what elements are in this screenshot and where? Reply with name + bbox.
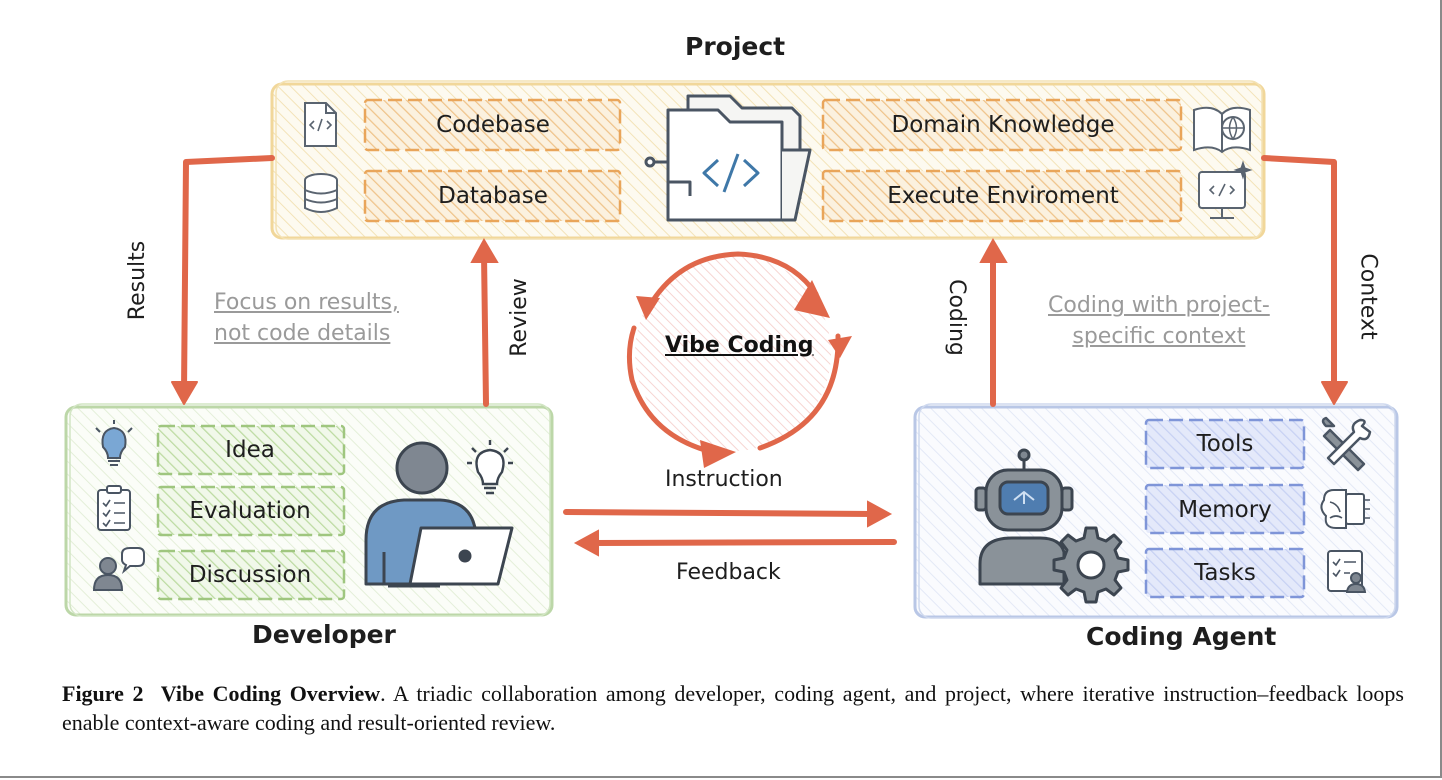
clipboard-checklist-icon [97,485,131,531]
agent-note-line1: Coding with project- [1048,293,1270,318]
database-icon [304,173,338,213]
instruction-arrow [563,500,893,528]
monitor-code-icon [1198,160,1253,219]
caption-figure-number: Figure 2 [62,681,144,706]
idea-lightbulb-icon [467,440,513,495]
database-label: Database [438,183,548,209]
tasks-label: Tasks [1194,560,1256,586]
chip-tools [1144,418,1306,470]
chip-database [363,169,622,223]
bottom-border [0,776,1442,778]
vibe-coding-loop [626,251,852,468]
context-arrow [1261,155,1348,405]
review-arrow [470,237,499,407]
results-label: Results [125,240,151,321]
developer-person-icon [364,441,514,588]
chip-memory [1144,483,1306,535]
code-file-icon [304,102,337,147]
instruction-label: Instruction [665,467,783,492]
coding-arrow [979,237,1008,407]
chip-domain-knowledge [821,98,1183,152]
gear-icon [1052,526,1130,604]
chip-execute-environment [821,169,1183,223]
discussion-label: Discussion [188,562,312,588]
chip-codebase [363,98,622,152]
idea-label: Idea [225,437,275,463]
vibe-coding-label: Vibe Coding [665,333,814,358]
lightbulb-icon [95,420,133,466]
caption-title: Vibe Coding Overview [160,681,381,706]
agent-note-line2: specific context [1072,324,1246,349]
developer-note: Focus on results, not code details [214,287,399,349]
feedback-label: Feedback [676,560,781,585]
memory-label: Memory [1178,497,1272,523]
robot-icon [974,448,1074,586]
chip-idea [156,424,346,476]
tools-icon [1321,416,1372,472]
tools-label: Tools [1196,431,1254,457]
folder-code-icon [644,94,812,222]
review-label: Review [506,278,532,357]
domain-knowledge-label: Domain Knowledge [891,112,1115,138]
caption-text: . A triadic collaboration among develope… [62,681,1404,735]
right-border [1440,0,1442,778]
project-title: Project [685,32,786,61]
coding-agent-title: Coding Agent [1086,622,1277,651]
agent-note: Coding with project- specific context [1048,290,1270,352]
coding-label: Coding [943,279,969,356]
task-checklist-icon [1327,550,1367,593]
brain-chip-icon [1320,489,1370,529]
execute-environment-label: Execute Enviroment [887,183,1119,209]
book-globe-icon [1193,106,1251,154]
chip-discussion [156,549,346,601]
discussion-icon [92,547,145,591]
results-arrow [171,155,275,405]
chip-evaluation [156,485,346,537]
developer-note-line1: Focus on results, [214,290,399,315]
chip-tasks [1144,547,1306,599]
evaluation-label: Evaluation [189,498,311,524]
codebase-label: Codebase [436,112,550,138]
feedback-arrow [573,529,897,557]
developer-note-line2: not code details [214,321,391,346]
figure-caption: Figure 2 Vibe Coding Overview. A triadic… [62,679,1404,737]
context-label: Context [1355,253,1381,340]
developer-title: Developer [252,620,396,649]
